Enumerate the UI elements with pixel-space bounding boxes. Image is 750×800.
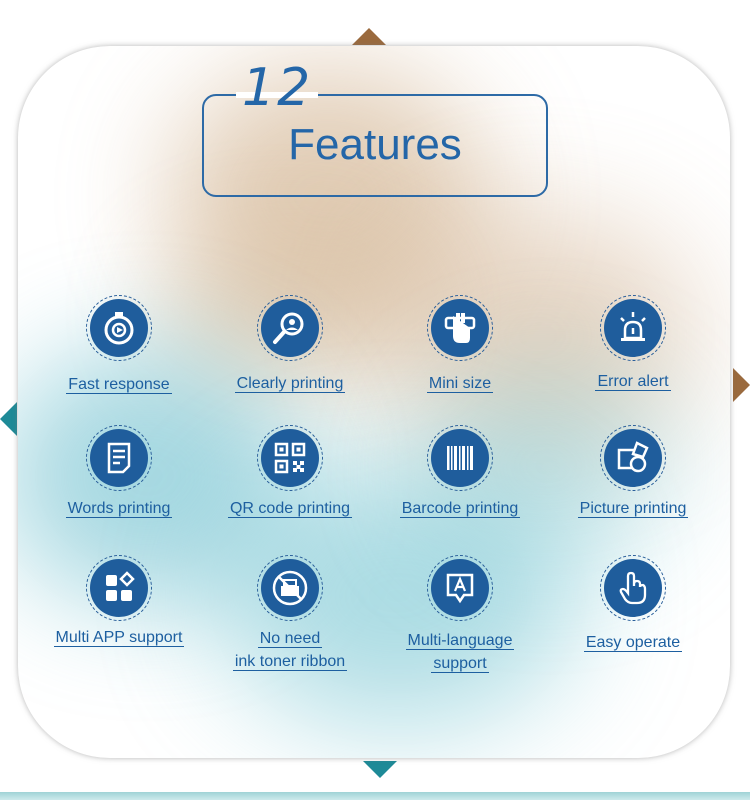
bottom-band bbox=[0, 792, 750, 800]
language-bubble-icon bbox=[427, 555, 493, 621]
feature-label: QR code printing bbox=[227, 500, 353, 518]
feature-label: Error alert bbox=[595, 373, 671, 391]
feature-label: Multi APP support bbox=[53, 629, 185, 647]
feature-label: Mini size bbox=[426, 375, 494, 393]
document-icon bbox=[86, 425, 152, 491]
bottom-diamond-marker bbox=[363, 761, 397, 778]
app-grid-icon bbox=[86, 555, 152, 621]
feature-label: Clearly printing bbox=[234, 375, 346, 393]
qr-code-icon bbox=[257, 425, 323, 491]
features-card bbox=[18, 46, 730, 758]
feature-label: Barcode printing bbox=[399, 500, 521, 518]
hand-device-icon bbox=[427, 295, 493, 361]
barcode-icon bbox=[427, 425, 493, 491]
feature-label: Easy operate bbox=[583, 634, 683, 652]
top-diamond-marker bbox=[352, 28, 386, 45]
alarm-light-icon bbox=[600, 295, 666, 361]
no-toner-icon bbox=[257, 555, 323, 621]
page-title: Features bbox=[288, 120, 462, 169]
feature-label: Fast response bbox=[66, 376, 172, 394]
touch-hand-icon bbox=[600, 555, 666, 621]
stopwatch-icon bbox=[86, 295, 152, 361]
left-diamond-marker bbox=[0, 402, 17, 436]
title-frame bbox=[202, 94, 548, 197]
picture-shapes-icon bbox=[600, 425, 666, 491]
right-diamond-marker bbox=[733, 368, 750, 402]
feature-label: Words printing bbox=[65, 500, 173, 518]
magnifier-icon bbox=[257, 295, 323, 361]
feature-label: Picture printing bbox=[577, 500, 689, 518]
title-number: 12 bbox=[236, 58, 319, 118]
